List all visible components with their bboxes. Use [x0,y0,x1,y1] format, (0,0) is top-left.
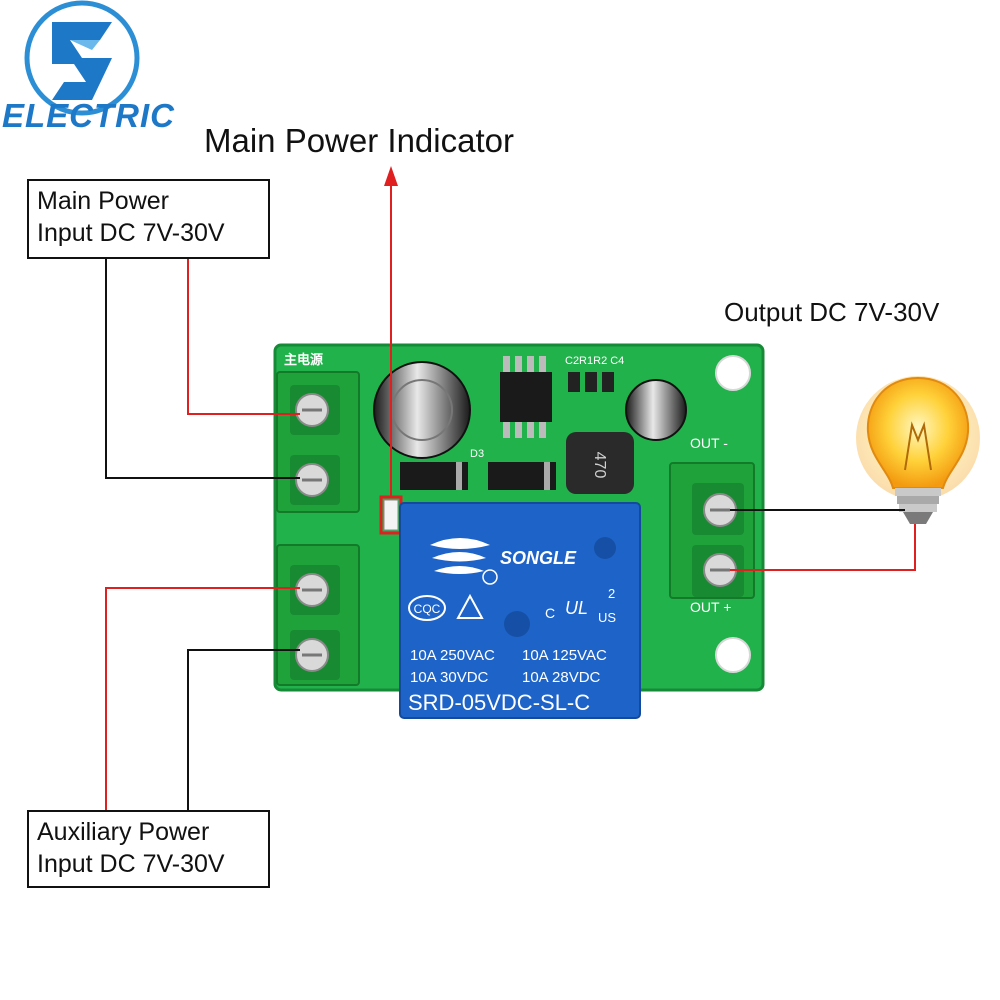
wires [105,180,916,810]
logo-text: ELECTRIC [2,97,175,134]
indicator-arrow-icon [384,166,398,186]
diodes [400,462,556,490]
smd-components [568,372,614,392]
main-power-input-box: Main Power Input DC 7V-30V [27,179,270,259]
main-power-terminal-block [276,371,360,513]
output-label: Output DC 7V-30V [724,297,940,327]
silk-components: C2R1R2 C4 [565,355,624,367]
electrolytic-capacitor-small [625,379,687,441]
mounting-hole-top [715,355,751,391]
relay-us-mark: US [598,610,616,625]
silk-d3: D3 [470,448,484,460]
silk-main-power: 主电源 [284,352,323,367]
silk-out-plus: OUT + [690,599,731,615]
relay-rating-2r: 10A 28VDC [522,669,601,686]
logo-emblem-icon [24,0,140,116]
songle-logo-icon [430,538,490,574]
auxiliary-power-input-box: Auxiliary Power Input DC 7V-30V [27,810,270,888]
warning-triangle-icon [456,593,484,619]
output-terminal-block [669,462,755,599]
mounting-hole-bottom [715,637,751,673]
main-power-indicator-label: Main Power Indicator [204,122,514,159]
main-power-line2: Input DC 7V-30V [37,219,225,247]
aux-power-positive-wire [105,587,300,810]
relay-c-mark: C [545,605,555,621]
inductor-value: 470 [591,452,608,479]
main-power-positive-wire [187,259,300,415]
silk-out-minus: OUT - [690,435,728,451]
light-bulb-icon [856,376,980,524]
aux-power-line2: Input DC 7V-30V [37,850,225,878]
main-power-led [379,495,403,535]
relay-brand: SONGLE [500,548,577,568]
main-power-line1: Main Power [37,187,169,215]
relay-ul-mark: UL [565,598,588,618]
aux-power-line1: Auxiliary Power [37,818,210,846]
svg-text:CQC: CQC [414,602,441,616]
electrolytic-capacitor-large [373,361,471,459]
cqc-mark-icon: CQC [408,595,446,621]
relay-model: SRD-05VDC-SL-C [408,690,590,715]
inductor: 470 [566,432,634,494]
output-positive-wire [730,524,916,571]
company-logo: ELECTRIC [0,0,174,140]
relay-rating-2l: 10A 30VDC [410,669,489,686]
main-power-negative-wire [105,259,300,479]
relay-rating-1r: 10A 125VAC [522,647,607,664]
relay: SONGLE CQC C UL 2 US 10A 250VAC 10A 125V… [399,502,641,719]
relay-two: 2 [608,586,615,601]
relay-rating-1l: 10A 250VAC [410,647,495,664]
ic-chip [500,356,552,438]
registered-icon [482,569,498,585]
aux-power-negative-wire [187,649,300,810]
aux-power-terminal-block [276,544,360,686]
